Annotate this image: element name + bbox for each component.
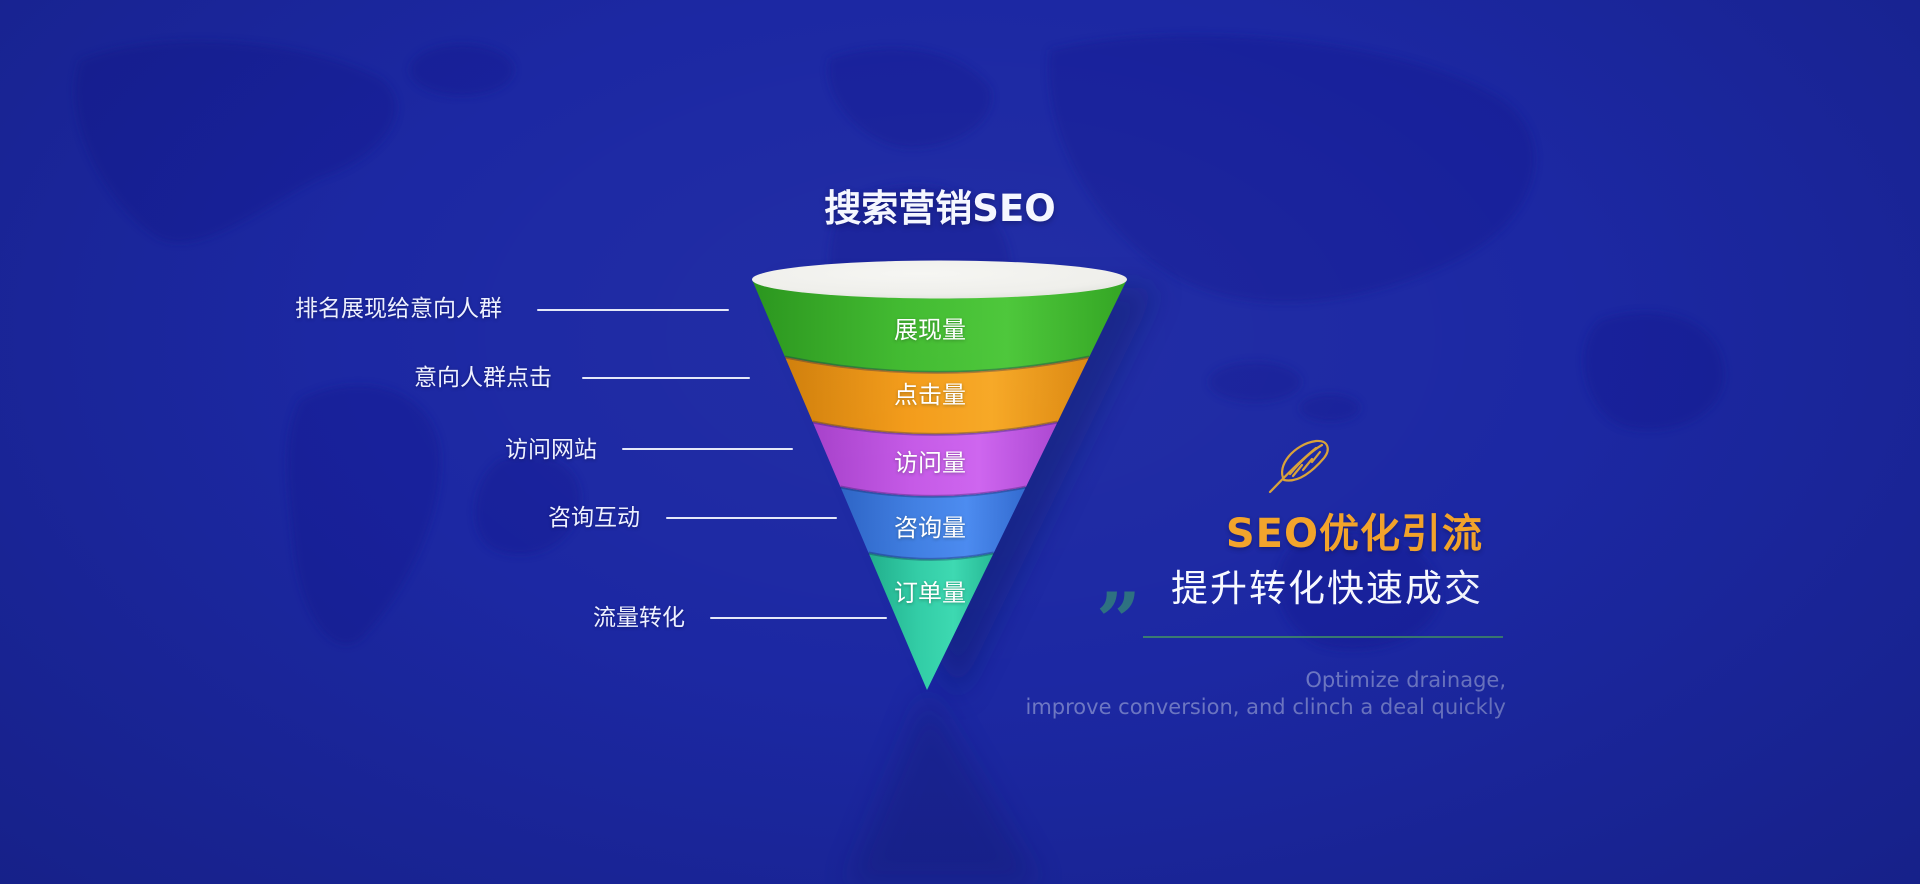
funnel-top-surface — [752, 260, 1127, 299]
annotation-rank-exposure: 排名展现给意向人群 — [295, 296, 502, 322]
funnel-label-visits: 访问量 — [894, 449, 966, 477]
quote-mark-icon: ” — [1096, 576, 1141, 667]
leader-line — [666, 517, 837, 519]
annotation-intent-clicks: 意向人群点击 — [414, 365, 552, 391]
funnel-label-clicks: 点击量 — [894, 381, 966, 409]
funnel-layer-impressions — [752, 279, 1127, 373]
english-tagline: Optimize drainage, improve conversion, a… — [1026, 667, 1507, 721]
funnel-layer-inquiries — [840, 487, 1026, 560]
funnel-label-inquiries: 咨询量 — [894, 514, 966, 542]
tagline-line-1: Optimize drainage, — [1305, 668, 1506, 692]
seo-headline: SEO优化引流 — [1225, 511, 1483, 557]
funnel-seams — [784, 355, 1090, 561]
leader-line — [582, 377, 750, 379]
accent-divider-line — [1143, 636, 1503, 638]
funnel-layer-orders — [868, 553, 994, 690]
annotation-consult-interact: 咨询互动 — [548, 505, 640, 531]
leader-line — [710, 617, 887, 619]
funnel-layer-visits — [812, 422, 1058, 497]
page-title: 搜索营销SEO — [824, 187, 1056, 230]
leader-line — [622, 448, 793, 450]
annotation-traffic-conversion: 流量转化 — [593, 605, 685, 631]
seo-subheadline: 提升转化快速成交 — [1171, 567, 1483, 610]
feather-quill-icon — [1268, 439, 1329, 494]
funnel-layer-clicks — [785, 357, 1090, 435]
funnel-label-impressions: 展现量 — [894, 316, 966, 344]
leader-line — [537, 309, 729, 311]
tagline-line-2: improve conversion, and clinch a deal qu… — [1025, 695, 1507, 719]
annotation-visit-website: 访问网站 — [505, 437, 597, 463]
funnel-label-orders: 订单量 — [894, 579, 966, 607]
